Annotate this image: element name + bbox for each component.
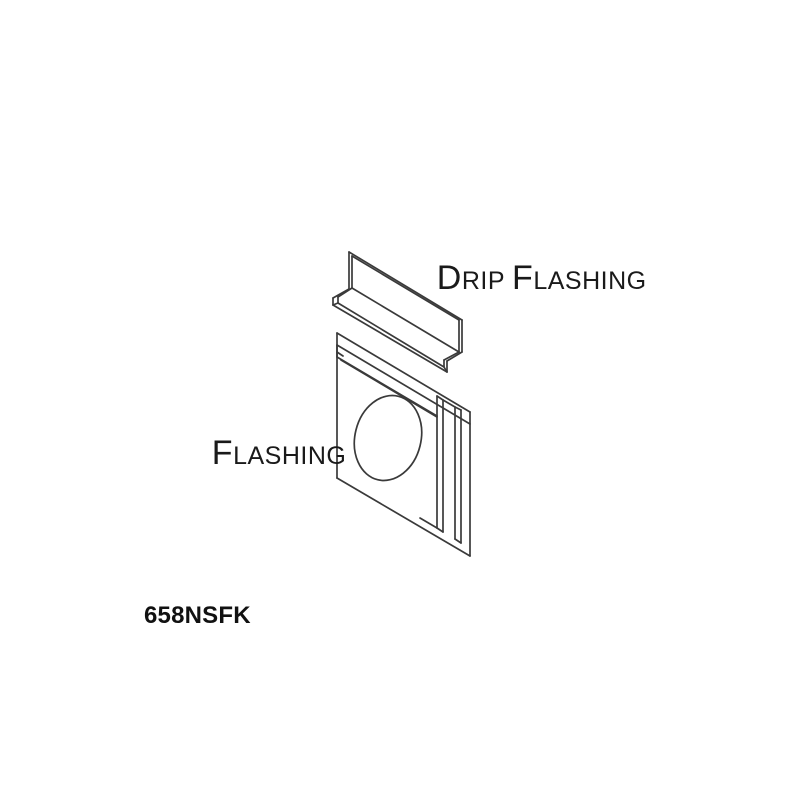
part-number: 658NSFK — [144, 602, 251, 629]
label-drip-flashing-rest: RIP — [461, 267, 505, 295]
plate-flange-bottom-connector-2 — [454, 538, 462, 544]
drip-left-end-bottom — [332, 302, 339, 306]
plate-flange-bottom-connector — [436, 527, 444, 533]
plate-flange-top-connector-2 — [454, 406, 462, 411]
label-flashing-rest: LASHING — [233, 442, 347, 470]
drip-leg-bottom-front-edge — [332, 304, 448, 373]
plate-lip-left-connector-2 — [336, 351, 344, 357]
drip-right-end-bottom — [443, 366, 448, 373]
plate-lip-line-3 — [340, 359, 438, 418]
plate-flange-bottom-notch — [419, 517, 438, 529]
label-drip-flashing-lead2: F — [512, 259, 534, 297]
label-drip-flashing-gap — [505, 267, 512, 295]
drip-inner-fold-line — [351, 287, 460, 353]
plate-top-edge — [336, 332, 471, 413]
label-drip-flashing-lead: D — [436, 259, 462, 297]
plate-lip-line-1 — [336, 344, 471, 425]
label-drip-flashing: DRIP FLASHING — [419, 245, 647, 311]
plate-flange-top-diagonal — [442, 399, 456, 408]
drip-right-end-cross-section — [446, 351, 463, 362]
drip-right-end-cross-section-inner — [443, 351, 460, 361]
drip-left-end-corner — [332, 288, 350, 299]
label-flashing-lead: F — [211, 434, 234, 472]
drip-flange-top-edge — [348, 251, 463, 321]
drip-left-end-corner-inner — [337, 287, 353, 298]
drip-flashing-part — [332, 251, 463, 373]
plate-bottom-edge — [336, 477, 471, 557]
drip-flange-top-edge-inner — [351, 255, 460, 321]
label-drip-flashing-rest2: LASHING — [533, 267, 647, 295]
pipe-opening-ellipse — [353, 394, 423, 482]
label-flashing: FLASHING — [194, 420, 346, 486]
flashing-plate-part — [336, 332, 471, 557]
plate-flange-top-connector — [436, 395, 444, 401]
drip-leg-top-front-edge — [337, 302, 445, 368]
